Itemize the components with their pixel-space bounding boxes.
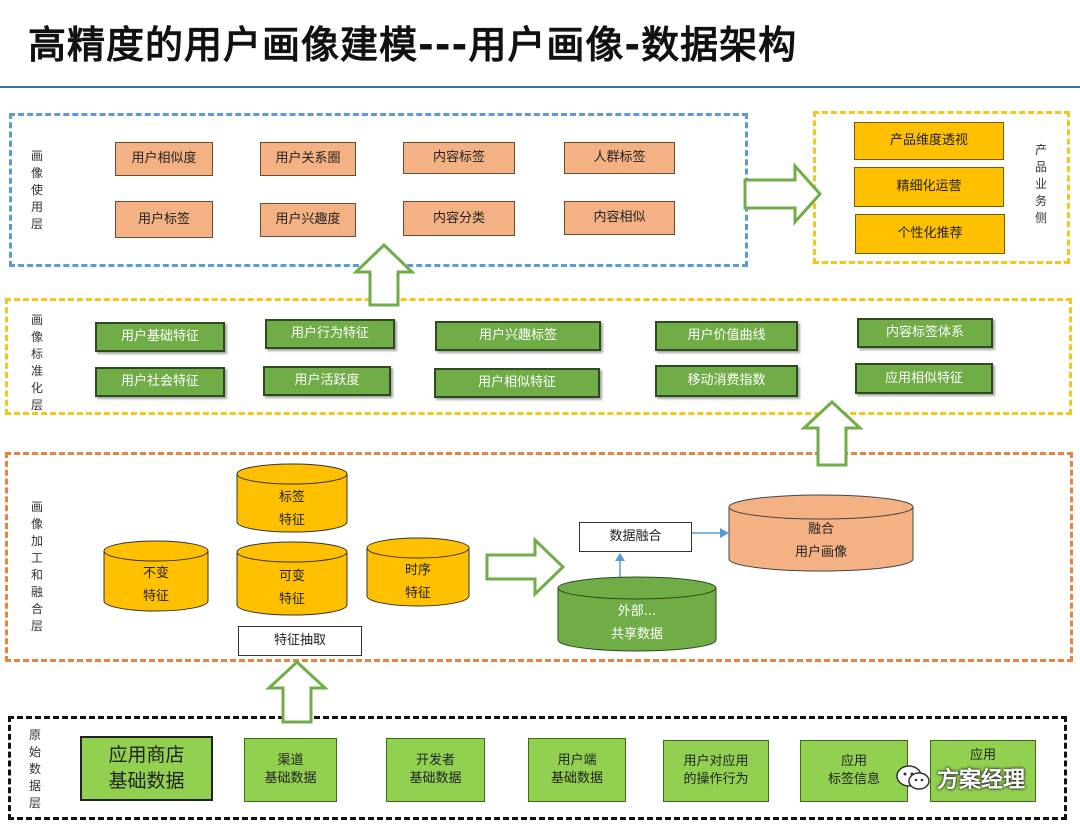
standard-box-user-social-features: 用户社会特征 bbox=[95, 367, 225, 397]
cylinder-variable-features bbox=[236, 541, 348, 616]
standard-layer-label: 画像标准化层 bbox=[30, 313, 43, 412]
usage-box-content-category: 内容分类 bbox=[403, 201, 515, 236]
business-box-dimension-perspective: 产品维度透视 bbox=[854, 122, 1004, 160]
raw-box-app: 应用 bbox=[930, 740, 1036, 802]
watermark-text: 方案经理 bbox=[937, 768, 1026, 793]
raw-layer-label: 原始数据层 bbox=[28, 728, 41, 810]
raw-box-user-app-operations: 用户对应用 的操作行为 bbox=[663, 740, 769, 802]
standard-box-content-tag-system: 内容标签体系 bbox=[857, 318, 993, 348]
usage-box-user-relation-circle: 用户关系圈 bbox=[260, 142, 356, 176]
arrow-processing-to-standard bbox=[800, 399, 864, 467]
standard-layer-frame bbox=[5, 298, 1072, 415]
feature-extraction-box: 特征抽取 bbox=[238, 626, 362, 656]
arrow-usage-to-business bbox=[743, 162, 823, 226]
standard-box-user-similar-features: 用户相似特征 bbox=[434, 368, 600, 398]
watermark: 方案经理 bbox=[895, 762, 1025, 794]
raw-box-channel-data: 渠道 基础数据 bbox=[244, 738, 337, 802]
processing-layer-label: 画像加工和融合层 bbox=[30, 500, 43, 633]
business-side-label: 产品业务侧 bbox=[1034, 143, 1047, 225]
usage-box-content-similarity: 内容相似 bbox=[564, 201, 675, 235]
cylinder-tag-features-label: 标签 特征 bbox=[278, 490, 305, 528]
raw-box-client-data: 用户端 基础数据 bbox=[528, 738, 626, 802]
raw-box-developer-data: 开发者 基础数据 bbox=[386, 738, 485, 802]
data-fusion-box: 数据融合 bbox=[579, 522, 692, 552]
usage-box-content-tags: 内容标签 bbox=[403, 142, 515, 174]
standard-box-app-similar-features: 应用相似特征 bbox=[855, 363, 993, 394]
cylinder-external-shared-data bbox=[557, 576, 717, 652]
cylinder-fused-user-profile-label: 融合 用户画像 bbox=[794, 522, 847, 560]
usage-box-user-tags: 用户标签 bbox=[115, 201, 213, 238]
processing-layer-frame bbox=[5, 452, 1073, 662]
business-box-personalized-recommendation: 个性化推荐 bbox=[855, 214, 1005, 254]
arrow-standard-to-usage bbox=[352, 242, 416, 307]
usage-box-crowd-tags: 人群标签 bbox=[564, 142, 675, 174]
usage-layer-label: 画像使用层 bbox=[30, 149, 43, 231]
raw-layer-frame bbox=[8, 716, 1067, 820]
cylinder-timeseries-features bbox=[366, 537, 470, 607]
standard-box-mobile-consumption-index: 移动消费指数 bbox=[655, 365, 798, 397]
wechat-icon bbox=[896, 765, 930, 790]
standard-box-user-interest-tags: 用户兴趣标签 bbox=[435, 321, 601, 351]
arrow-raw-to-processing bbox=[265, 659, 329, 724]
title-divider bbox=[0, 86, 1080, 88]
standard-box-user-behavior-features: 用户行为特征 bbox=[265, 319, 395, 349]
usage-box-user-interest: 用户兴趣度 bbox=[260, 203, 356, 237]
standard-box-user-activity: 用户活跃度 bbox=[263, 366, 391, 396]
cylinder-timeseries-features-label: 时序 特征 bbox=[404, 563, 431, 601]
arrow-features-to-external bbox=[485, 536, 566, 598]
cylinder-invariant-features bbox=[103, 540, 209, 612]
cylinder-invariant-features-label: 不变 特征 bbox=[142, 566, 169, 604]
standard-box-user-basic-features: 用户基础特征 bbox=[95, 322, 225, 352]
cylinder-variable-features-label: 可变 特征 bbox=[278, 569, 305, 607]
business-box-refined-operation: 精细化运营 bbox=[854, 167, 1004, 207]
usage-box-user-similarity: 用户相似度 bbox=[115, 142, 213, 176]
cylinder-fused-user-profile bbox=[728, 494, 914, 572]
raw-box-app-tag-info: 应用 标签信息 bbox=[800, 740, 908, 802]
cylinder-external-shared-data-label: 外部... 共享数据 bbox=[610, 604, 663, 642]
cylinder-tag-features bbox=[236, 463, 348, 533]
raw-box-app-store-data: 应用商店 基础数据 bbox=[80, 736, 213, 801]
standard-box-user-value-curve: 用户价值曲线 bbox=[655, 321, 798, 351]
page-title: 高精度的用户画像建模---用户画像-数据架构 bbox=[28, 23, 798, 67]
